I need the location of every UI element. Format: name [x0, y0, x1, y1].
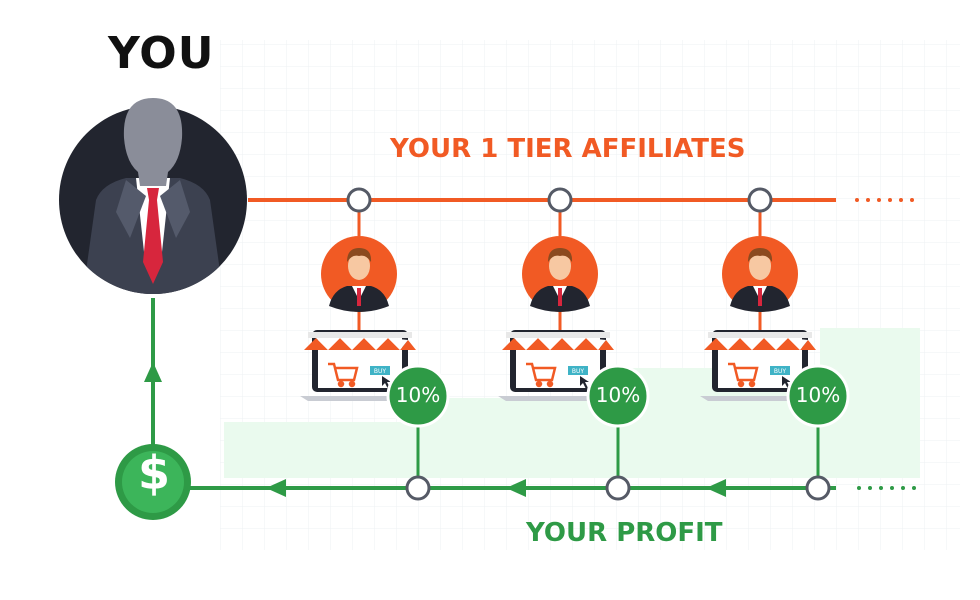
cursor-icon [580, 376, 589, 389]
commission-badge [786, 364, 850, 428]
profit-line-continuation-dots [857, 486, 916, 490]
shop-laptop-icon: BUY [498, 330, 618, 401]
you-avatar [59, 98, 247, 294]
cart-icon [526, 362, 557, 388]
buy-button [770, 366, 790, 375]
you-label: YOU [108, 28, 215, 79]
arrow-up-icon [144, 362, 162, 382]
commission-badge [586, 364, 650, 428]
buy-button [568, 366, 588, 375]
commission-label-1: 10% [395, 383, 441, 407]
shop-laptop-icon: BUY [300, 330, 420, 401]
tier-node [346, 187, 372, 213]
cart-icon [328, 362, 359, 388]
tier-node [547, 187, 573, 213]
buy-label: BUY [374, 368, 387, 375]
arrow-left-icon [506, 479, 526, 497]
commission-label-3: 10% [795, 383, 841, 407]
affiliate-1: BUY [300, 187, 450, 501]
arrow-left-icon [706, 479, 726, 497]
profit-node [605, 475, 631, 501]
buy-button [370, 366, 390, 375]
your-profit-title: YOUR PROFIT [526, 518, 723, 548]
profit-node [405, 475, 431, 501]
affiliate-2: BUY [498, 187, 650, 501]
buy-label: BUY [774, 368, 787, 375]
affiliate-3: BUY [700, 187, 850, 501]
tier-affiliates-title: YOUR 1 TIER AFFILIATES [390, 134, 746, 164]
tier-node [747, 187, 773, 213]
dollar-coin-icon [115, 444, 191, 520]
profit-node [805, 475, 831, 501]
affiliate-avatar-icon [321, 236, 397, 312]
buy-label: BUY [572, 368, 585, 375]
affiliate-avatar-icon [522, 236, 598, 312]
cart-icon [728, 362, 759, 388]
dollar-symbol: $ [137, 446, 170, 500]
profit-growth-area [224, 328, 920, 478]
arrow-left-icon [266, 479, 286, 497]
tier-line-continuation-dots [855, 198, 914, 202]
commission-label-2: 10% [595, 383, 641, 407]
commission-badge [386, 364, 450, 428]
affiliate-avatar-icon [722, 236, 798, 312]
